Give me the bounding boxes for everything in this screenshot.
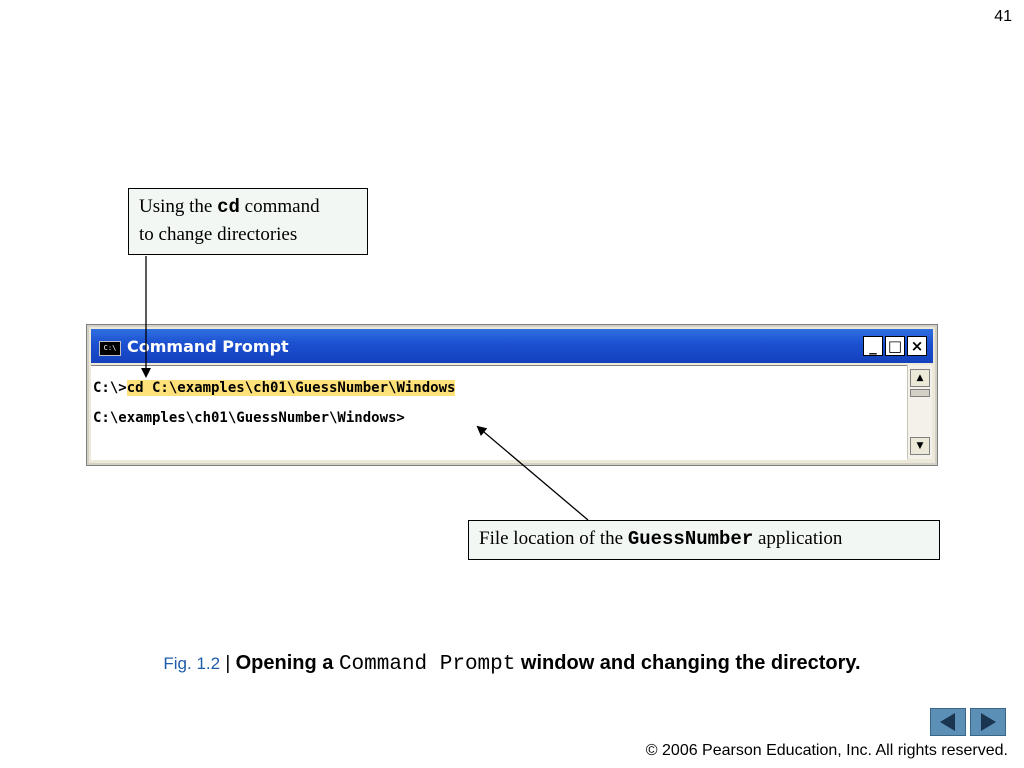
page-number: 41 [994,8,1012,25]
caption-code: Command Prompt [338,653,516,676]
scroll-thumb[interactable] [910,389,930,397]
command-prompt-window: C:\ Command Prompt _ □ × C:\>cd C:\examp… [86,324,938,466]
callout-cd-code: cd [217,196,240,218]
figure-label: Fig. 1.2 [163,654,221,673]
console-line-cd: C:\>cd C:\examples\ch01\GuessNumber\Wind… [93,380,456,396]
triangle-right-icon [981,713,996,731]
caption-text2: window and changing the directory. [515,652,861,674]
scroll-up-icon[interactable]: ▲ [910,369,930,387]
scroll-down-icon[interactable]: ▼ [910,437,930,455]
callout-loc-text-before: File location of the [479,528,628,549]
console-line-current-dir: C:\examples\ch01\GuessNumber\Windows> [93,410,405,426]
console-icon[interactable]: C:\ [99,341,121,356]
copyright-notice: © 2006 Pearson Education, Inc. All right… [645,742,1008,759]
triangle-left-icon [940,713,955,731]
console-cd-command: cd C:\examples\ch01\GuessNumber\Windows [126,380,456,396]
previous-slide-button[interactable] [930,708,966,736]
caption-text1: Opening a [235,652,339,674]
callout-cd-line2: to change directories [139,224,298,245]
console-prompt: C:\> [93,380,127,396]
callout-loc-code: GuessNumber [627,528,754,550]
minimize-button[interactable]: _ [863,336,883,356]
callout-file-location: File location of the GuessNumber applica… [468,520,940,560]
caption-separator: | [220,653,236,674]
window-titlebar[interactable]: C:\ Command Prompt _ □ × [91,329,933,363]
callout-cd-command: Using the cd command to change directori… [128,188,368,255]
vertical-scrollbar[interactable]: ▲ ▼ [907,365,932,459]
callout-cd-text-after: command [239,196,320,217]
callout-cd-text-before: Using the [139,196,218,217]
console-output[interactable]: C:\>cd C:\examples\ch01\GuessNumber\Wind… [91,365,907,460]
next-slide-button[interactable] [970,708,1006,736]
figure-caption: Fig. 1.2 | Opening a Command Prompt wind… [0,652,1024,676]
window-title: Command Prompt [127,337,289,356]
maximize-button[interactable]: □ [885,336,905,356]
callout-loc-text-after: application [753,528,843,549]
close-button[interactable]: × [907,336,927,356]
